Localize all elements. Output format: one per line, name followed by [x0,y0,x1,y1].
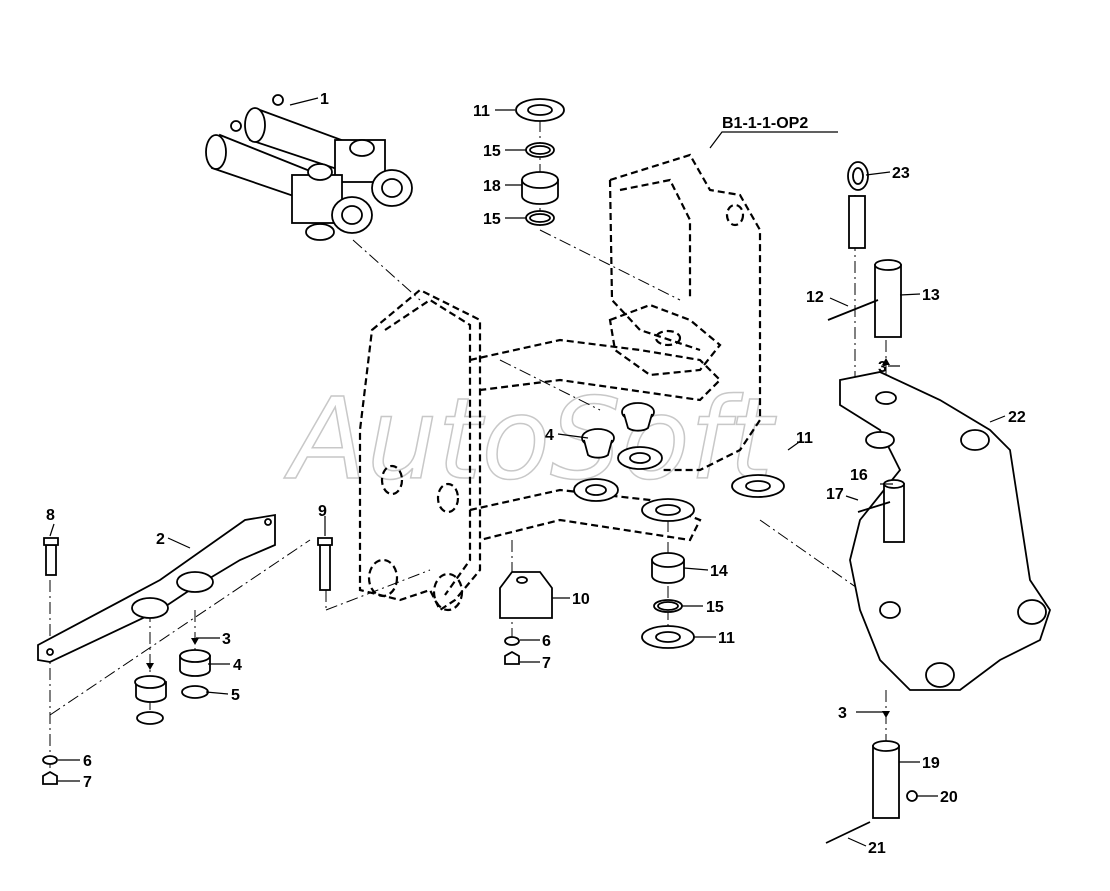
callout-5: 5 [231,687,240,704]
callout-7: 7 [83,774,92,791]
callout-9: 9 [318,503,327,520]
callout-3: 3 [222,631,231,648]
callout-3: 3 [838,705,847,722]
callout-3: 3 [878,359,887,376]
callout-11: 11 [718,630,735,647]
callout-6: 6 [542,633,551,650]
callout-10: 10 [572,591,590,608]
callout-11: 11 [796,430,813,447]
callout-8: 8 [46,507,55,524]
callout-2: 2 [156,531,165,548]
bracket-22 [839,371,1051,691]
callout-21: 21 [868,840,886,857]
callout-18: 18 [483,178,501,195]
leader-lines [49,97,1006,847]
center-bushings [573,402,663,502]
callout-6: 6 [83,753,92,770]
plate-2 [37,513,333,785]
callout-7: 7 [542,655,551,672]
callout-4: 4 [545,427,554,444]
callout-4: 4 [233,657,242,674]
callout-20: 20 [940,789,958,806]
callout-14: 14 [710,563,728,580]
hydraulic-cylinders [205,94,413,241]
callout-13: 13 [922,287,940,304]
callout-16: 16 [850,467,868,484]
callout-labels: 1 2 3 3 3 4 4 5 6 6 7 7 8 9 10 11 11 11 … [46,91,1026,857]
callout-12: 12 [806,289,824,306]
callout-23: 23 [892,165,910,182]
callout-22: 22 [1008,409,1026,426]
main-frame [358,153,762,612]
direction-arrows [146,358,890,718]
callout-15: 15 [706,599,724,616]
callout-19: 19 [922,755,940,772]
pins [825,161,918,844]
lower-washer-stack [641,474,785,649]
callout-1: 1 [320,91,329,108]
callout-11: 11 [473,103,490,120]
reference-code: B1-1-1-OP2 [722,115,808,132]
block-10 [499,571,553,665]
watermark: AutoSoft [284,375,777,505]
callout-15: 15 [483,143,501,160]
callout-17: 17 [826,486,844,503]
upper-washer-stack [515,98,565,226]
callout-15: 15 [483,211,501,228]
